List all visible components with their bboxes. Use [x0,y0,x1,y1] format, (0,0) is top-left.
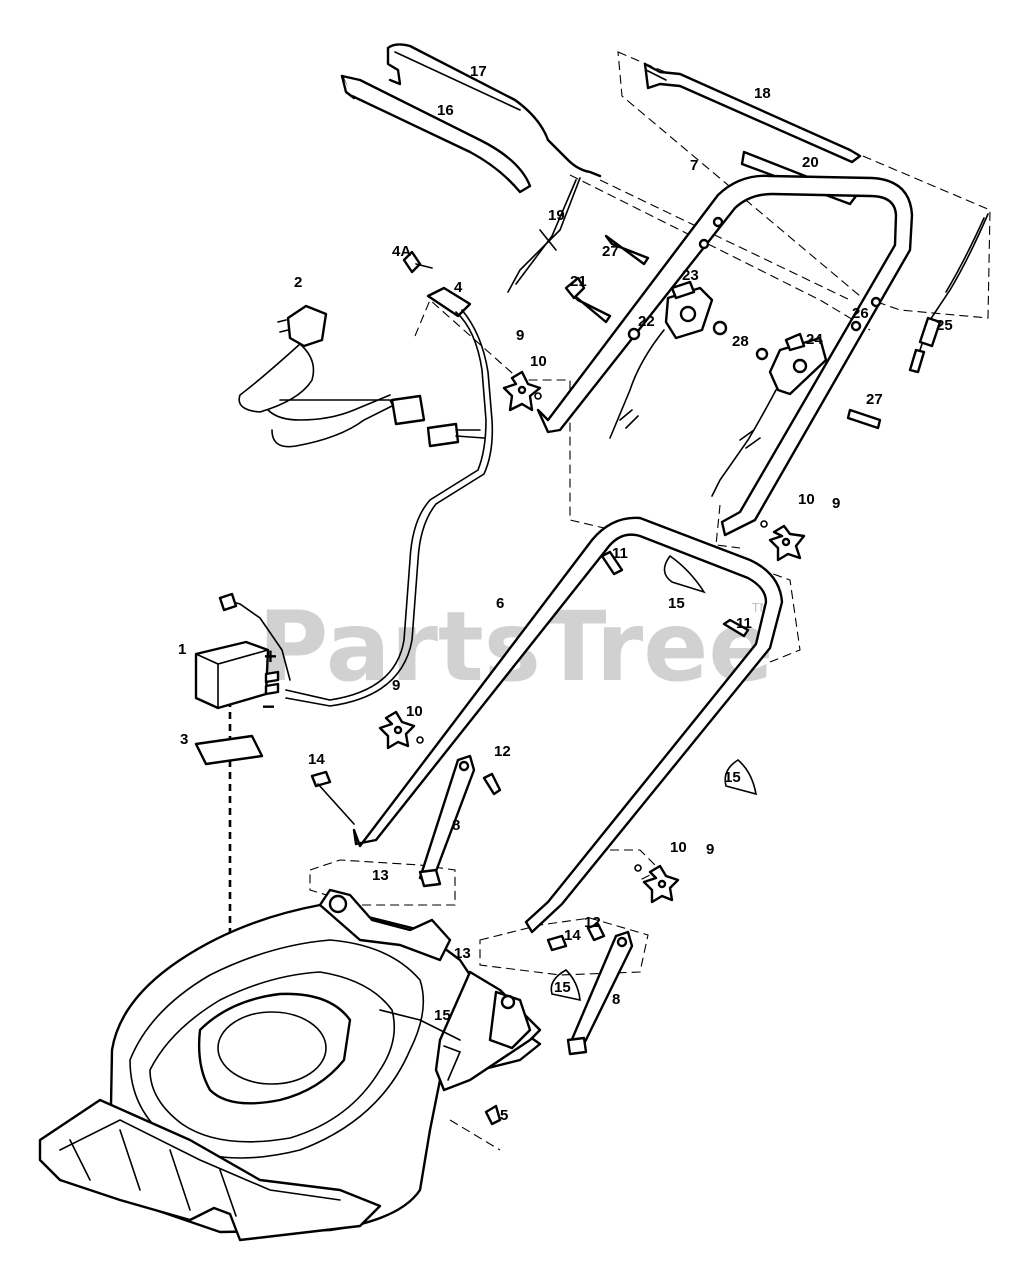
callout-4: 4 [454,279,463,296]
callout-2: 2 [294,274,302,291]
callout-12-left: 12 [494,743,511,760]
small-hardware [310,392,768,952]
callout-13-left: 13 [372,867,389,884]
control-knob-23 [609,280,714,439]
callout-24: 24 [806,331,823,348]
star-knob-9-c [378,710,416,750]
lower-handle-6 [352,516,784,934]
mower-deck [38,888,542,1242]
callout-21: 21 [570,273,587,290]
cable-25 [908,213,989,374]
callout-13-right: 13 [454,945,471,962]
callout-28: 28 [732,333,749,350]
battery-positive-sign: + [264,644,277,669]
callout-27-top: 27 [602,243,619,260]
callout-10-right: 10 [798,491,815,508]
upper-handle-7 [536,174,914,537]
callout-15-top: 15 [668,595,685,612]
callout-9-top: 9 [516,327,524,344]
charging-cable-4 [218,286,494,707]
callout-18: 18 [754,85,771,102]
callout-9-right: 9 [832,495,840,512]
star-knob-9-a [502,370,542,412]
callout-5: 5 [500,1107,508,1124]
callout-4a: 4A [392,243,411,260]
star-knob-9-d [642,864,680,904]
callout-19: 19 [548,207,565,224]
battery-1 [194,640,280,710]
callout-12-right: 12 [584,914,601,931]
callout-8-left: 8 [452,817,460,834]
callout-16: 16 [437,102,454,119]
callout-14-right: 14 [564,927,581,944]
handle-bar-18 [643,62,862,164]
handle-bar-16 [340,74,532,194]
callout-9-lower: 9 [706,841,714,858]
callout-25: 25 [936,317,953,334]
cable-19 [507,177,581,293]
callout-22: 22 [638,313,655,330]
bracket-8-right [566,930,634,1056]
callout-10-left: 10 [406,703,423,720]
callout-26: 26 [852,305,869,322]
callout-labels: 17 16 18 20 7 19 27 23 4A 2 4 21 22 26 2… [178,63,953,1124]
callout-3: 3 [180,731,188,748]
callout-27-right: 27 [866,391,883,408]
callout-8-right: 8 [612,991,620,1008]
callout-6: 6 [496,595,504,612]
callout-10-lower: 10 [670,839,687,856]
callout-10-top: 10 [530,353,547,370]
star-knob-9-b [768,524,806,562]
callout-11-right: 11 [736,615,752,632]
callout-23: 23 [682,267,699,284]
callout-14-left: 14 [308,751,325,768]
control-knob-24 [711,332,828,497]
callout-15-right: 15 [724,769,741,786]
callout-17: 17 [470,63,487,80]
battery-pad-3 [194,734,264,766]
callout-7: 7 [690,157,698,174]
bracket-8-left [418,754,476,888]
hardware-upper [402,216,882,430]
handle-bar-17 [386,43,602,178]
callout-11-top: 11 [612,545,628,562]
callout-9-left: 9 [392,677,400,694]
callout-15-lower: 15 [554,979,571,996]
battery-negative-sign: − [262,694,275,719]
charger-2 [238,304,391,421]
callout-20: 20 [802,154,819,171]
callout-15-deck: 15 [434,1007,451,1024]
callout-1: 1 [178,641,186,658]
